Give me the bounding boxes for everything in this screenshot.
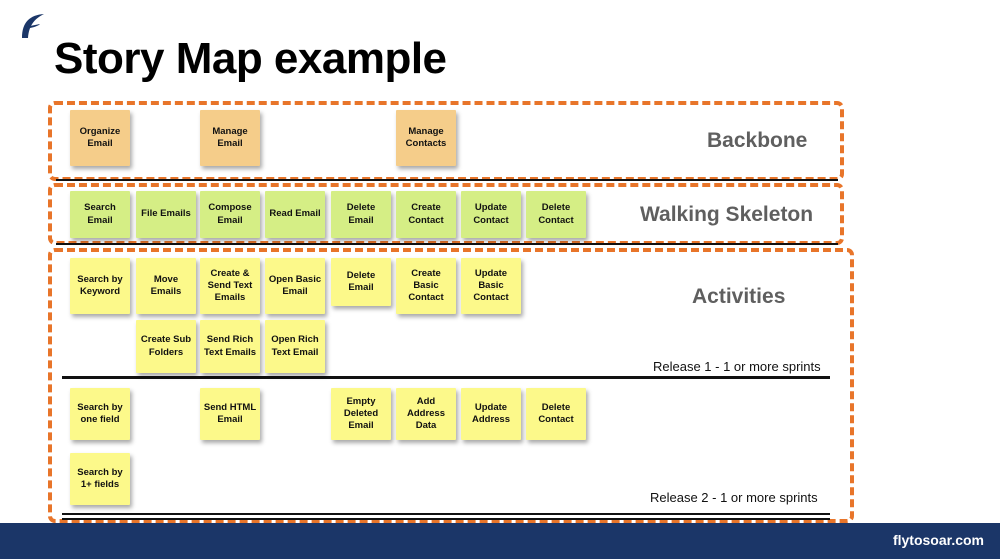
story-card-label: Open Basic Email <box>268 273 322 297</box>
story-card[interactable]: Send HTML Email <box>200 388 260 445</box>
story-card[interactable]: Manage Contacts <box>396 110 456 171</box>
release1-separator <box>62 376 830 379</box>
story-card-label: Manage Email <box>212 125 248 149</box>
story-card[interactable]: Create Sub Folders <box>136 320 196 378</box>
page-title: Story Map example <box>54 34 447 83</box>
story-card-label: Open Rich Text Email <box>271 334 319 358</box>
footer-site-label: flytosoar.com <box>892 532 984 548</box>
release1-label: Release 1 - 1 or more sprints <box>653 359 821 374</box>
story-card-label: Search by one field <box>77 401 123 425</box>
story-card-label: Read Email <box>269 208 321 220</box>
skeleton-separator <box>56 243 838 245</box>
story-card-label: Empty Deleted Email <box>343 395 379 432</box>
story-card-label: File Emails <box>141 208 191 220</box>
story-card-label: Update Basic Contact <box>473 267 509 304</box>
story-card[interactable]: Create Basic Contact <box>396 258 456 319</box>
story-card[interactable]: Update Contact <box>461 191 521 243</box>
release2-separator-top <box>62 513 830 515</box>
release2-label: Release 2 - 1 or more sprints <box>650 490 818 505</box>
story-card-label: Delete Email <box>346 269 376 293</box>
story-card[interactable]: Compose Email <box>200 191 260 243</box>
skeleton-label: Walking Skeleton <box>640 203 814 226</box>
story-card-label: Move Emails <box>150 273 182 297</box>
activities-frame <box>48 248 854 523</box>
story-card-label: Send Rich Text Emails <box>203 334 257 358</box>
story-card[interactable]: Update Basic Contact <box>461 258 521 319</box>
story-card-label: Update Contact <box>473 202 509 226</box>
story-card-label: Delete Email <box>346 202 376 226</box>
story-card[interactable]: Create Contact <box>396 191 456 243</box>
story-card[interactable]: File Emails <box>136 191 196 243</box>
story-card[interactable]: Delete Email <box>331 258 391 311</box>
story-card-label: Create Basic Contact <box>408 267 444 304</box>
story-card-label: Send HTML Email <box>203 401 257 425</box>
story-card[interactable]: Organize Email <box>70 110 130 171</box>
story-card[interactable]: Read Email <box>265 191 325 243</box>
story-card[interactable]: Delete Contact <box>526 191 586 243</box>
flytosoar-f-logo-icon <box>12 8 56 52</box>
story-card-label: Manage Contacts <box>405 125 447 149</box>
backbone-label: Backbone <box>707 129 808 152</box>
story-card[interactable]: Open Basic Email <box>265 258 325 319</box>
backbone-separator <box>56 179 838 181</box>
story-card[interactable]: Open Rich Text Email <box>265 320 325 378</box>
story-card[interactable]: Update Address <box>461 388 521 445</box>
story-card[interactable]: Manage Email <box>200 110 260 171</box>
footer-bar: flytosoar.com <box>0 523 1000 559</box>
story-card[interactable]: Empty Deleted Email <box>331 388 391 445</box>
story-card-label: Delete Contact <box>538 401 574 425</box>
story-card-label: Compose Email <box>208 202 252 226</box>
activities-label: Activities <box>692 285 786 308</box>
story-card-label: Add Address Data <box>406 395 445 432</box>
story-card-label: Update Address <box>471 401 510 425</box>
story-card[interactable]: Add Address Data <box>396 388 456 445</box>
story-card-label: Create & Send Text Emails <box>207 267 253 304</box>
story-card[interactable]: Delete Contact <box>526 388 586 445</box>
story-card[interactable]: Move Emails <box>136 258 196 319</box>
story-card-label: Delete Contact <box>538 202 574 226</box>
story-card[interactable]: Search by one field <box>70 388 130 445</box>
story-card-label: Search Email <box>84 202 116 226</box>
story-card[interactable]: Search Email <box>70 191 130 243</box>
story-card[interactable]: Search by Keyword <box>70 258 130 319</box>
story-card-label: Organize Email <box>79 125 121 149</box>
story-card[interactable]: Create & Send Text Emails <box>200 258 260 319</box>
story-card[interactable]: Delete Email <box>331 191 391 243</box>
story-card-label: Create Sub Folders <box>140 334 192 358</box>
story-card[interactable]: Search by 1+ fields <box>70 453 130 510</box>
story-card-label: Search by 1+ fields <box>77 466 123 490</box>
story-card-label: Create Contact <box>408 202 444 226</box>
story-card[interactable]: Send Rich Text Emails <box>200 320 260 378</box>
release2-separator-bottom <box>62 518 830 520</box>
story-card-label: Search by Keyword <box>77 273 123 297</box>
